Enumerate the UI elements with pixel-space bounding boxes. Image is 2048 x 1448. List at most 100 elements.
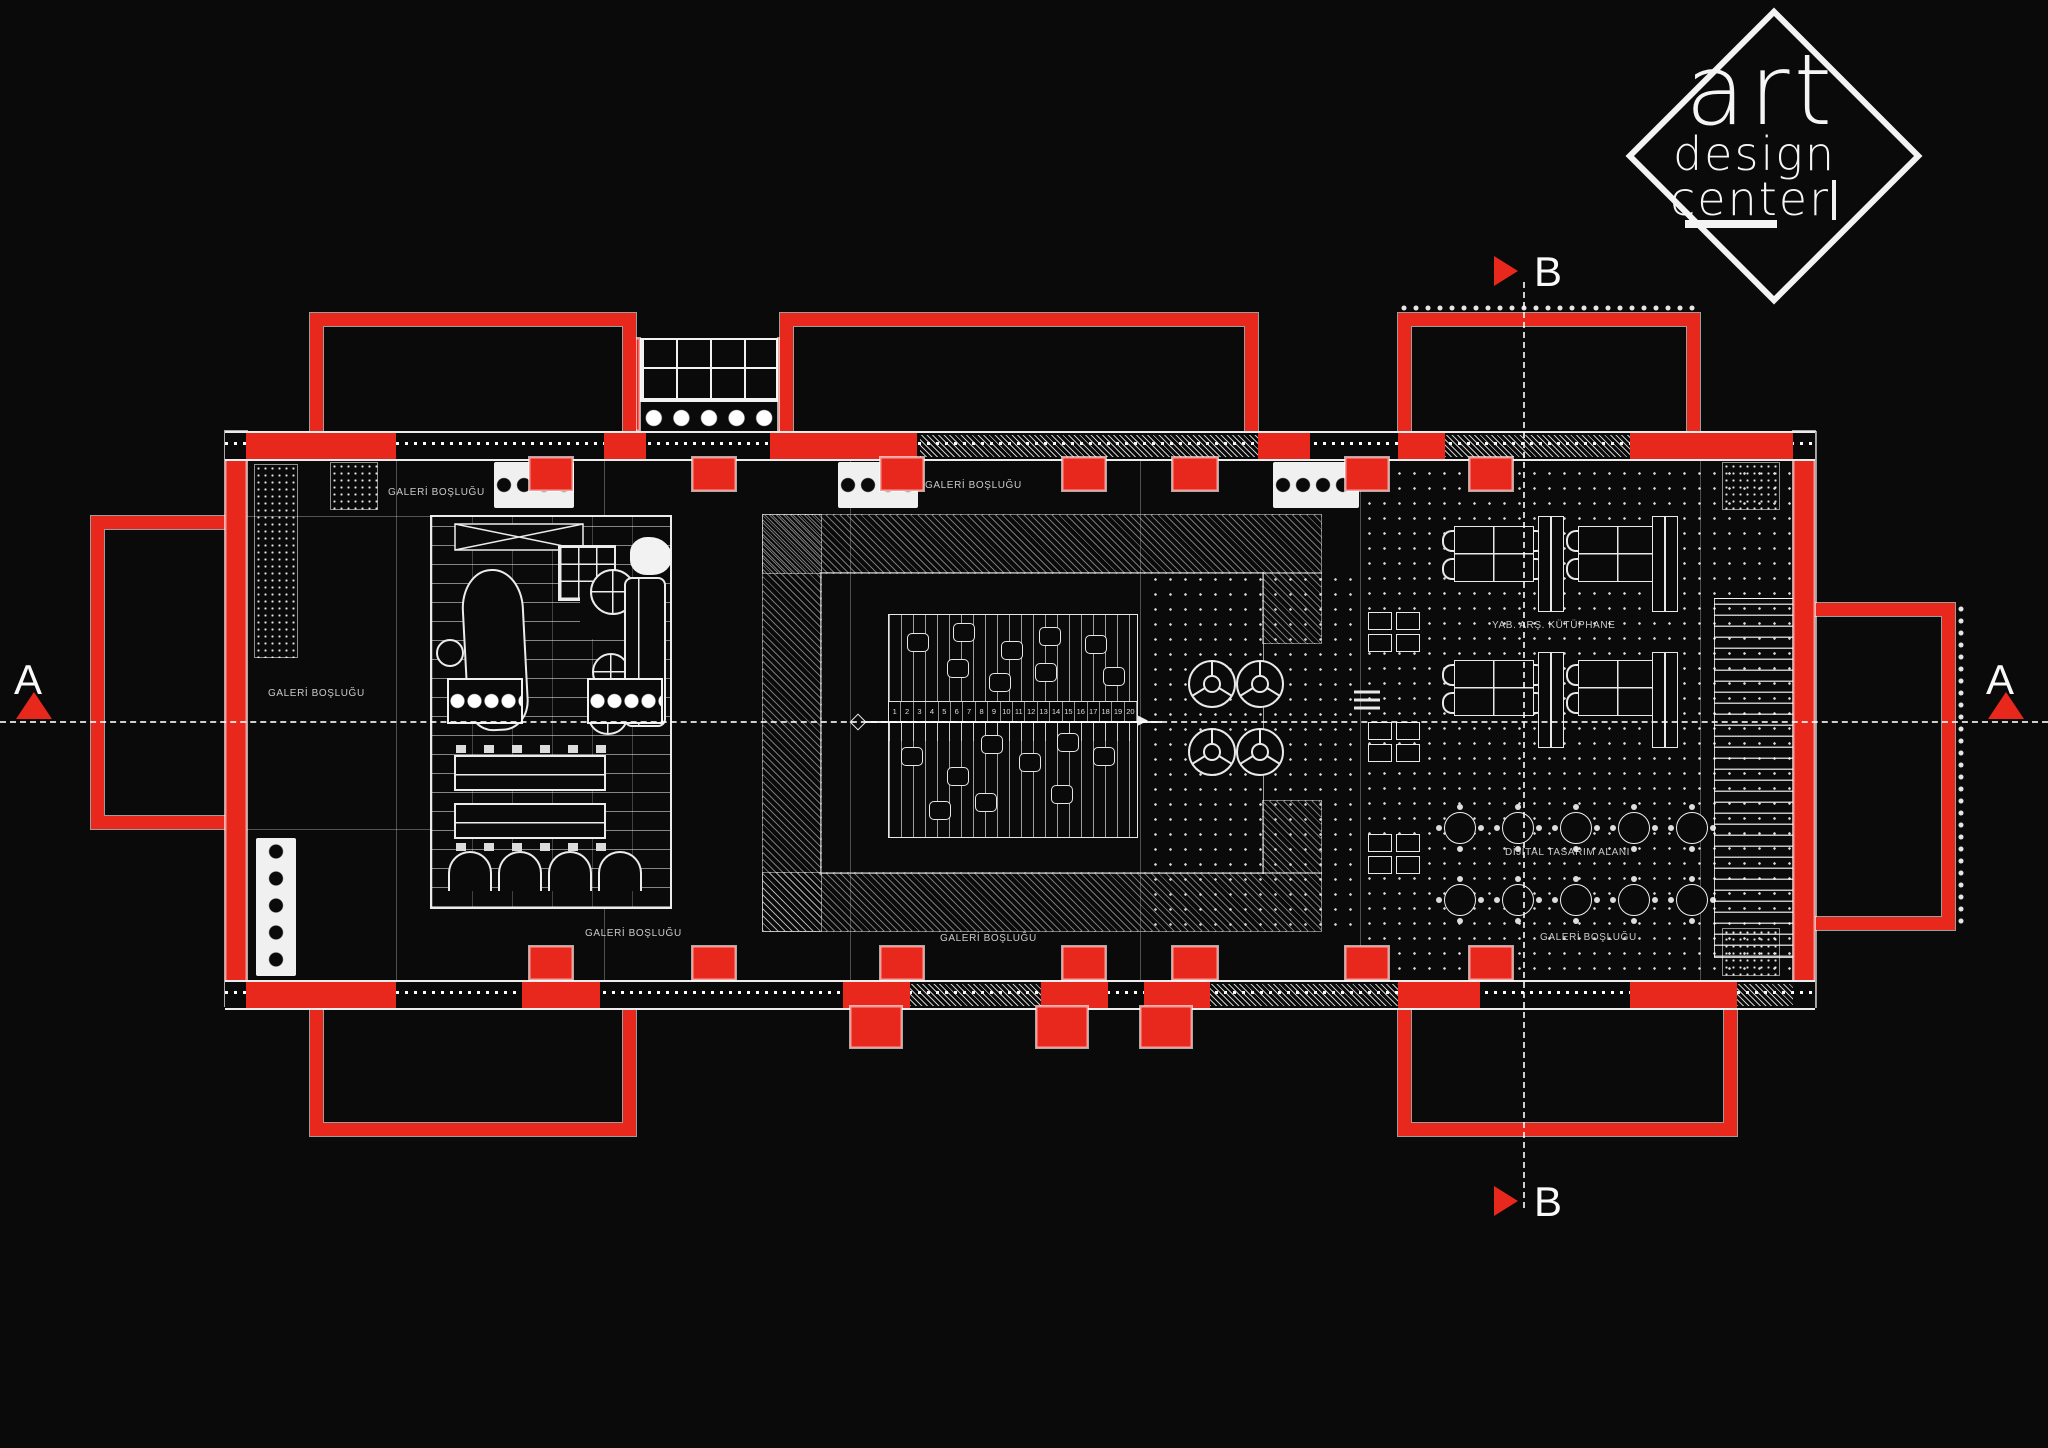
wall-segment: [522, 982, 600, 1008]
step-number: 7: [963, 702, 976, 722]
side-shelf-icon: [1354, 690, 1380, 710]
section-label-b-top: B: [1534, 248, 1563, 295]
stair-direction-arrow-icon: ▶: [1138, 712, 1148, 727]
round-table: [1444, 812, 1476, 844]
step-number: 11: [1013, 702, 1026, 722]
round-table: [1560, 812, 1592, 844]
section-line-b: [1523, 282, 1525, 1208]
seat-cushion: [981, 735, 1003, 754]
wall-hatch: [920, 435, 1258, 457]
arched-seat: [498, 851, 542, 891]
wall-segment: [246, 433, 396, 459]
wall-stub: [850, 1006, 902, 1048]
wall-right: [1793, 431, 1815, 1006]
chair-row: [456, 745, 606, 753]
step-number: 9: [988, 702, 1001, 722]
seat-cushion: [1039, 627, 1061, 646]
seat-cushion: [953, 623, 975, 642]
round-table: [1502, 812, 1534, 844]
desk-cluster: [1442, 658, 1546, 718]
wall-segment: [1144, 982, 1210, 1008]
grid-line: [396, 433, 397, 1004]
chair: [1566, 692, 1578, 714]
wall-segment: [1700, 433, 1793, 459]
seat-cushion: [1093, 747, 1115, 766]
wall-pier: [1172, 946, 1218, 980]
bookshelf: [1652, 516, 1678, 612]
wall-segment: [604, 433, 646, 459]
wall-hatch: [910, 984, 1041, 1006]
section-arrow-icon: [1988, 692, 2024, 719]
section-line-a: [0, 721, 2048, 723]
table: [1396, 634, 1420, 652]
seat-cushion: [1001, 641, 1023, 660]
desk-cluster: [1442, 524, 1546, 584]
wall-stub: [1036, 1006, 1088, 1048]
round-table: [1560, 884, 1592, 916]
hatch-band-right-upper: [1262, 572, 1322, 644]
step-number: 15: [1063, 702, 1076, 722]
wall-segment: [770, 433, 917, 459]
seat-cushion: [975, 793, 997, 812]
chair: [1566, 558, 1578, 580]
round-table: [1676, 884, 1708, 916]
wall-bottom: [225, 980, 1815, 1010]
step-number: 4: [926, 702, 939, 722]
chair: [1566, 664, 1578, 686]
table: [1368, 834, 1392, 852]
room-left-wing: [91, 516, 232, 829]
room-label: GALERİ BOŞLUĞU: [1540, 932, 1637, 943]
column-block: [587, 678, 663, 724]
insulation-scallops: [1398, 303, 1700, 313]
table: [1396, 744, 1420, 762]
wall-left: [225, 431, 247, 1006]
wall-top: [225, 431, 1815, 461]
wall-segment: [1398, 433, 1445, 459]
room-label: GALERİ BOŞLUĞU: [940, 933, 1037, 944]
seat-cushion: [929, 801, 951, 820]
hatch-band-bottom: [762, 872, 1322, 932]
wall-segment: [843, 982, 910, 1008]
step-number: 14: [1050, 702, 1063, 722]
hatch-band-left: [762, 514, 822, 932]
grid-line: [247, 516, 430, 517]
seat-cushion: [1057, 733, 1079, 752]
plant: [630, 537, 672, 575]
table-cluster: [1368, 612, 1424, 654]
room-label: DİJİTAL TASARIM ALANI: [1505, 847, 1631, 858]
seat-cushion: [1103, 667, 1125, 686]
wall-pier: [1172, 457, 1218, 491]
step-number: 10: [1001, 702, 1014, 722]
chair: [1442, 530, 1454, 552]
step-number: 18: [1100, 702, 1113, 722]
seat-cushion: [989, 673, 1011, 692]
wall-segment: [1398, 982, 1480, 1008]
wall-pier: [1345, 946, 1389, 980]
desk-group: [1578, 660, 1658, 716]
wc-stall-block: [256, 838, 296, 976]
step-number: 20: [1125, 702, 1138, 722]
column-block: [1273, 462, 1359, 508]
wall-stub: [1140, 1006, 1192, 1048]
wall-hatch: [1445, 435, 1630, 457]
seat-cushion: [1051, 785, 1073, 804]
desk-group: [1578, 526, 1658, 582]
column-row: [640, 404, 778, 432]
lounge-room: [430, 515, 672, 909]
table: [1368, 856, 1392, 874]
chair: [1442, 558, 1454, 580]
round-seating-pods: [1188, 660, 1284, 776]
section-label-b-bottom: B: [1534, 1178, 1563, 1225]
wall-segment: [1041, 982, 1108, 1008]
step-number: 12: [1025, 702, 1038, 722]
room-right-wing: [1812, 603, 1955, 930]
section-arrow-icon: [1494, 1186, 1518, 1216]
round-table: [1502, 884, 1534, 916]
wall-hatch: [1210, 984, 1398, 1006]
seat-cushion: [947, 767, 969, 786]
table: [1368, 744, 1392, 762]
table: [1368, 612, 1392, 630]
insulation-scallops: [1956, 603, 1966, 930]
